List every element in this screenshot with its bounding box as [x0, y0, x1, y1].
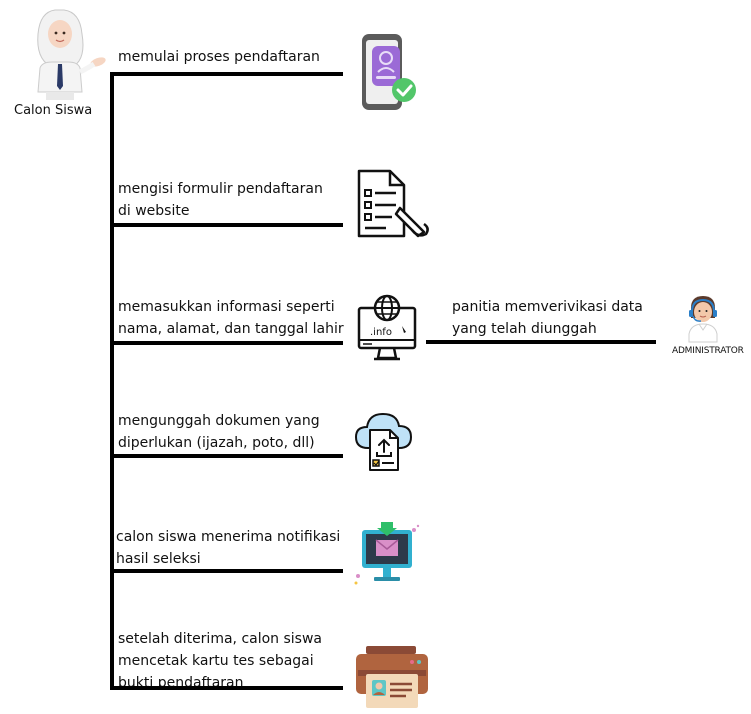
step-3-text: memasukkan informasi seperti nama, alama…: [118, 299, 344, 337]
step-1-line: [110, 72, 343, 76]
form-document-icon: [356, 168, 432, 240]
monitor-mail-notification-icon: [350, 520, 424, 592]
step-5-line: [110, 569, 343, 573]
step-2-text: mengisi formulir pendaftaran di website: [118, 181, 323, 219]
step-5-text: calon siswa menerima notifikasi hasil se…: [116, 529, 341, 567]
step-3-line: [110, 341, 343, 345]
verification-text: panitia memverivikasi data yang telah di…: [452, 299, 643, 337]
administrator-headset-icon: [688, 296, 718, 343]
student-avatar: [22, 6, 112, 104]
info-label: .info: [370, 327, 392, 338]
step-2-line: [110, 223, 343, 227]
step-4-line: [110, 454, 343, 458]
cloud-upload-document-icon: [354, 408, 414, 474]
printer-card-icon: [352, 644, 432, 710]
student-hijab-icon: [37, 9, 106, 100]
verification-line: [426, 340, 656, 344]
step-1-text: memulai proses pendaftaran: [118, 49, 320, 65]
step-6-text: setelah diterima, calon siswa mencetak k…: [118, 631, 323, 691]
smartphone-check-icon: [356, 32, 420, 112]
website-monitor-icon: .info: [356, 294, 420, 362]
administrator-label: ADMINISTRATOR: [672, 346, 744, 356]
student-label: Calon Siswa: [14, 103, 93, 118]
administrator-avatar: [683, 294, 723, 344]
flow-spine: [110, 72, 114, 689]
step-6-line: [110, 686, 343, 690]
step-4-text: mengunggah dokumen yang diperlukan (ijaz…: [118, 413, 320, 451]
